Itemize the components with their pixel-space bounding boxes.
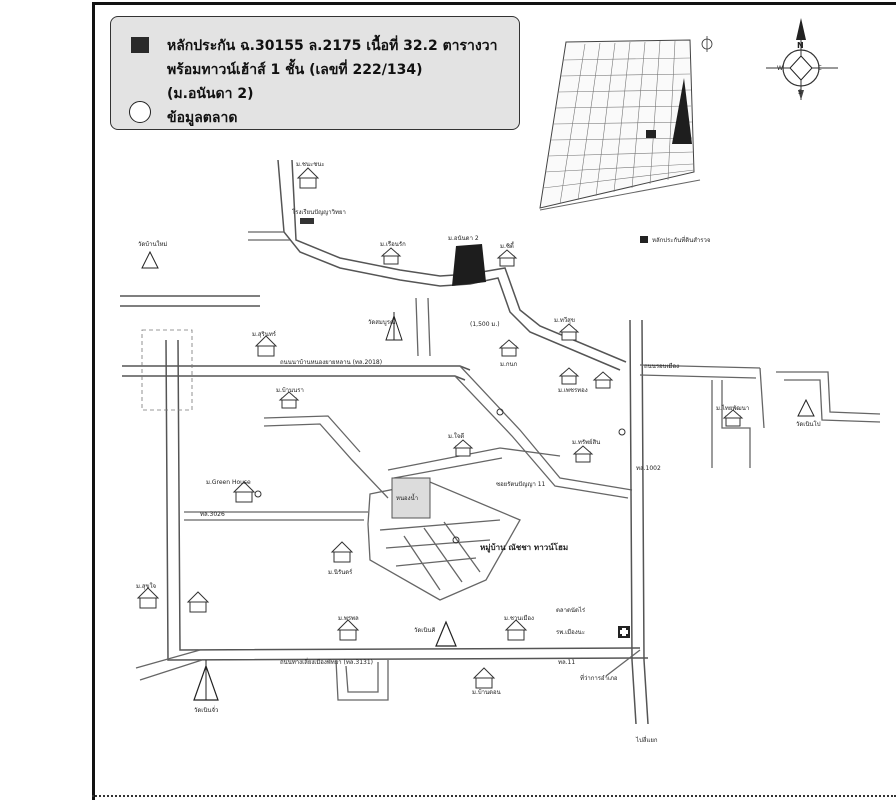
village-h-label: ม.สุขใจ [136, 582, 156, 590]
subject-collateral-marker [452, 244, 486, 286]
village-home-label: ม.Green House [206, 479, 251, 486]
temple-east-label: วัดเนินโป [796, 420, 821, 428]
road-11-label: ซอยรัตนปัญญา 11 [496, 481, 546, 488]
road-1002-label: ทล.1002 [636, 465, 661, 472]
hospital-label: รพ.เมืองนะ [556, 628, 585, 636]
scale-note-label: ทล.11 [558, 659, 575, 666]
legend-market-data: ข้อมูลตลาด [167, 110, 238, 126]
house-icon-12 [722, 409, 744, 427]
compass-rose-icon: N E S W [766, 18, 838, 100]
village-j-label: ม.ชานเมือง [504, 614, 534, 622]
temple-icon-south [193, 660, 219, 701]
legend-collateral-line3: (ม.อนันดา 2) [167, 86, 254, 102]
village-d-label: ม.ใจดี [448, 432, 464, 440]
road-main-label: ถนนนาบ้านหนองยายหลาน (ทล.2018) [280, 359, 382, 366]
temple-label: วัดสมบูรณ์ [368, 318, 396, 326]
house-icon-16 [186, 591, 210, 613]
market-circle-icon-2 [618, 428, 626, 436]
village-tawee-label: ม.ทวีสุข [554, 316, 575, 324]
side-road-label: ไปสี่แยก [635, 736, 658, 744]
house-icon-3 [496, 249, 518, 267]
collateral-square-icon [131, 37, 149, 53]
village-g-label: ม.นิรันดร์ [328, 568, 353, 576]
compass-w: W [777, 65, 783, 72]
house-icon-1 [296, 167, 320, 189]
plan-north-icon [701, 36, 713, 52]
temple-south-label: วัดเนินจั่ว [194, 706, 218, 714]
hospital-icon [618, 626, 630, 638]
village-kanok-label: ม.กนก [500, 361, 518, 368]
legend-box: หลักประกัน ฉ.30155 ล.2175 เนื้อที่ 32.2 … [110, 16, 520, 130]
house-icon-6 [558, 323, 580, 341]
house-icon-13 [232, 481, 256, 503]
village-b-label: ม.เพชรทอง [558, 387, 588, 394]
village-f-label: ม.ไทยพัฒนา [716, 404, 749, 412]
house-icon-8 [592, 371, 614, 389]
house-icon-15 [136, 587, 160, 609]
house-icon-2 [380, 247, 402, 265]
frame-bottom-border [92, 795, 896, 797]
legend-collateral-line2: พร้อมทาวน์เฮ้าส์ 1 ชั้น (เลขที่ 222/134) [167, 62, 423, 78]
village-ruean-label: ม.เรือนรัก [380, 240, 406, 248]
market-circle-icon-3 [254, 490, 262, 498]
village-c-label: ม.บ้านนรา [276, 387, 304, 394]
temple-icon-hill [435, 620, 457, 647]
house-icon-4 [254, 335, 278, 357]
house-icon-19 [472, 667, 496, 689]
subdivision-plan: หลักประกันที่ดินสำรวจ [539, 36, 713, 244]
village-k-label: ม.บ้านดอน [472, 689, 501, 696]
house-icon-7 [558, 367, 580, 385]
village-i-label: ม.พรพล [338, 615, 359, 622]
road-south-label: ถนนทางเลี่ยงเมืองพัทยา (ทล.3131) [280, 658, 373, 666]
parcel-legend-label: หลักประกันที่ดินสำรวจ [652, 236, 710, 244]
market-circle-icon-4 [452, 536, 460, 544]
village-surin-label: ม.สุรินทร์ [252, 330, 277, 338]
house-icon-5 [498, 339, 520, 357]
school-label: โรงเรียนปัญญาวิทยา [292, 208, 346, 216]
temple-icon-east [797, 398, 815, 417]
temple-hill-label: วัดเนินคิ [414, 627, 436, 634]
compass-s: S [798, 89, 802, 96]
police-label: ที่ว่าการอำเภอ [580, 674, 618, 682]
village-label: หมู่บ้าน ณัชชา ทาวน์โฮม [480, 542, 568, 553]
subject-label: ม.อนันดา 2 [448, 235, 479, 242]
road-hq-label: ถนนรอบเมือง [644, 362, 679, 370]
house-icon-10 [452, 439, 474, 457]
house-icon-14 [330, 541, 354, 563]
frame-left-border [92, 2, 95, 800]
road-network [120, 159, 881, 725]
swamp-label: หนองน้ำ [396, 492, 418, 502]
frame-top-border [92, 2, 896, 5]
market-label: ตลาดนัดไร่ [556, 606, 586, 614]
legend-collateral-line1: หลักประกัน ฉ.30155 ล.2175 เนื้อที่ 32.2 … [167, 38, 498, 54]
school-icon [300, 218, 314, 224]
village-citi-label: ม.ซิตี้ [500, 240, 515, 250]
house-icon-17 [336, 619, 360, 641]
temple-icon-center [385, 312, 403, 341]
house-icon-11 [572, 445, 594, 463]
village-chana-label: ม.ชนะชนะ [296, 161, 325, 168]
compass-e: E [818, 65, 822, 72]
market-circle-icon-1 [496, 408, 504, 416]
road-3026-label: ทล.3026 [200, 511, 225, 518]
temple-west-label: วัดบ้านใหม่ [138, 240, 167, 248]
market-data-circle-icon [129, 101, 151, 123]
village-e-label: ม.ทรัพย์สิน [572, 438, 600, 446]
compass-n: N [797, 41, 804, 50]
house-icon-9 [278, 391, 300, 409]
house-icon-18 [504, 619, 528, 641]
distance-label: (1,500 ม.) [470, 321, 500, 328]
temple-icon-west [141, 250, 159, 269]
